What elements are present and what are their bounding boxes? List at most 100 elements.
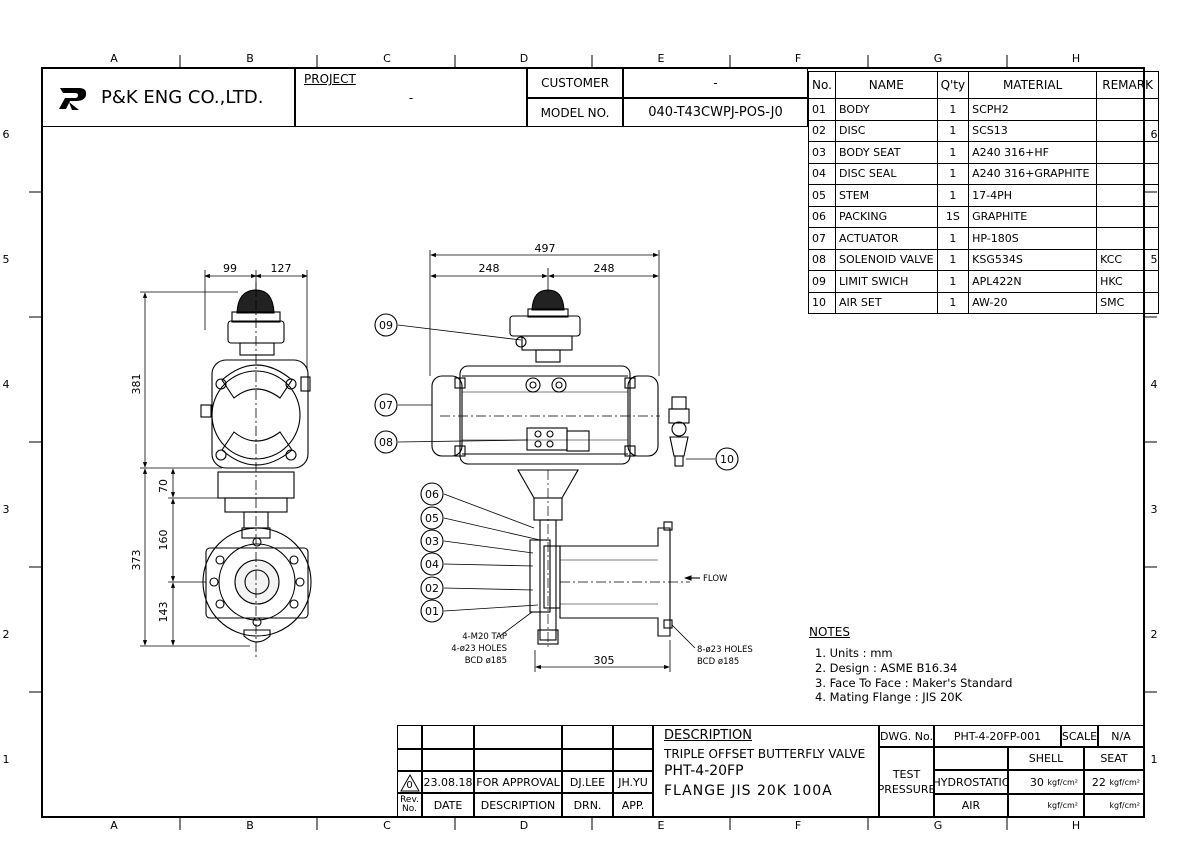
zone-row-2-right: 2 — [1150, 628, 1158, 641]
rev-number: 0 — [397, 771, 422, 793]
project-value: - — [408, 90, 414, 105]
bom-qty: 1 — [936, 98, 970, 121]
company-name: P&K ENG CO.,LTD. — [101, 87, 264, 108]
customer-label: CUSTOMER — [527, 68, 623, 98]
bom-remark: SMC — [1096, 291, 1160, 314]
model-label: MODEL NO. — [527, 98, 623, 127]
scale-value: N/A — [1098, 725, 1144, 747]
description-line-1: TRIPLE OFFSET BUTTERFLY VALVE — [664, 747, 866, 761]
zone-col-a: A — [110, 52, 118, 65]
rev-empty — [562, 749, 613, 771]
zone-col-g-bottom: G — [933, 819, 943, 832]
bom-name: BODY SEAT — [835, 141, 938, 164]
bom-h-qty: Q'ty — [936, 71, 970, 99]
callout-07: 07 — [379, 399, 393, 412]
hydrostatic-shell-unit: kgf/cm² — [1047, 777, 1078, 787]
side-view — [200, 289, 312, 643]
dim-70: 70 — [157, 479, 170, 493]
rev-empty — [474, 725, 562, 749]
rev-drawn-by: DJ.LEE — [562, 771, 613, 793]
dim-160: 160 — [157, 530, 170, 551]
zone-col-d-bottom: D — [519, 819, 529, 832]
bom-name: DISC — [835, 119, 938, 142]
scale-label: SCALE — [1061, 725, 1098, 747]
tap-annotation-3: BCD ø185 — [465, 656, 507, 666]
callout-02: 02 — [425, 582, 439, 595]
note-3: 3. Face To Face : Maker's Standard — [815, 676, 1013, 690]
bom-material: KSG534S — [968, 248, 1098, 271]
hydrostatic-seat: 22 kgf/cm² — [1084, 770, 1144, 794]
dim-248-right: 248 — [594, 262, 615, 275]
customer-value: - — [623, 68, 808, 98]
zone-col-b-bottom: B — [246, 819, 254, 832]
rev-header-no: Rev. No. — [397, 793, 422, 817]
project-cell: PROJECT - — [295, 68, 527, 127]
note-2: 2. Design : ASME B16.34 — [815, 661, 958, 675]
tap-annotation-1: 4-M20 TAP — [462, 632, 507, 642]
callout-01: 01 — [425, 605, 439, 618]
bom-material: SCPH2 — [968, 98, 1098, 121]
bom-h-remark: REMARK — [1096, 71, 1160, 99]
rev-empty — [613, 749, 653, 771]
zone-col-c-bottom: C — [383, 819, 391, 832]
air-label: AIR — [934, 794, 1008, 817]
bom-no: 03 — [808, 141, 836, 164]
bom-h-material: MATERIAL — [968, 71, 1098, 99]
dim-143: 143 — [157, 602, 170, 623]
callout-05: 05 — [425, 512, 439, 525]
bom-name: BODY — [835, 98, 938, 121]
rev-header-app: APP. — [613, 793, 653, 817]
model-value: 040-T43CWPJ-POS-J0 — [623, 98, 808, 127]
air-seat-unit: kgf/cm² — [1084, 794, 1144, 817]
callout-circles — [374, 313, 739, 623]
hydrostatic-shell: 30 kgf/cm² — [1008, 770, 1084, 794]
flow-label: FLOW — [703, 574, 728, 584]
rev-approved-by: JH.YU — [613, 771, 653, 793]
zone-row-2: 2 — [2, 628, 10, 641]
company-cell: P&K ENG CO.,LTD. — [42, 68, 295, 127]
shell-header: SHELL — [1008, 747, 1084, 770]
bom-no: 02 — [808, 119, 836, 142]
dim-305: 305 — [594, 654, 615, 667]
callout-03: 03 — [425, 535, 439, 548]
callout-leaders — [397, 324, 715, 649]
dim-127: 127 — [271, 262, 292, 275]
bom-material: SCS13 — [968, 119, 1098, 142]
rev-header-description: DESCRIPTION — [474, 793, 562, 817]
hydrostatic-shell-value: 30 — [1029, 775, 1044, 789]
bom-remark — [1096, 98, 1160, 121]
zone-row-4-right: 4 — [1150, 378, 1158, 391]
holes-annotation-1: 8-ø23 HOLES — [697, 645, 753, 655]
zone-row-3: 3 — [2, 503, 10, 516]
zone-col-f: F — [794, 52, 802, 65]
bom-name: LIMIT SWICH — [835, 270, 938, 293]
bom-material: 17-4PH — [968, 184, 1098, 207]
zone-col-b: B — [246, 52, 254, 65]
dim-497: 497 — [535, 242, 556, 255]
dwg-value: PHT-4-20FP-001 — [934, 725, 1061, 747]
project-label: PROJECT — [304, 72, 356, 86]
callout-06: 06 — [425, 488, 439, 501]
front-view-dimensions — [429, 250, 671, 672]
hydrostatic-label: HYDROSTATIC — [934, 770, 1008, 794]
callout-09: 09 — [379, 319, 393, 332]
company-logo-icon — [57, 85, 89, 111]
zone-row-3-right: 3 — [1150, 503, 1158, 516]
pressure-corner — [934, 747, 1008, 770]
rev-header-drn: DRN. — [562, 793, 613, 817]
zone-row-1: 1 — [2, 753, 10, 766]
note-4: 4. Mating Flange : JIS 20K — [815, 690, 963, 704]
dim-381: 381 — [130, 374, 143, 395]
bom-no: 05 — [808, 184, 836, 207]
bom-material: GRAPHITE — [968, 205, 1098, 228]
description-block: DESCRIPTION TRIPLE OFFSET BUTTERFLY VALV… — [653, 725, 879, 817]
front-view — [431, 289, 700, 650]
tap-annotation-2: 4-ø23 HOLES — [451, 644, 507, 654]
bom-material: AW-20 — [968, 291, 1098, 314]
